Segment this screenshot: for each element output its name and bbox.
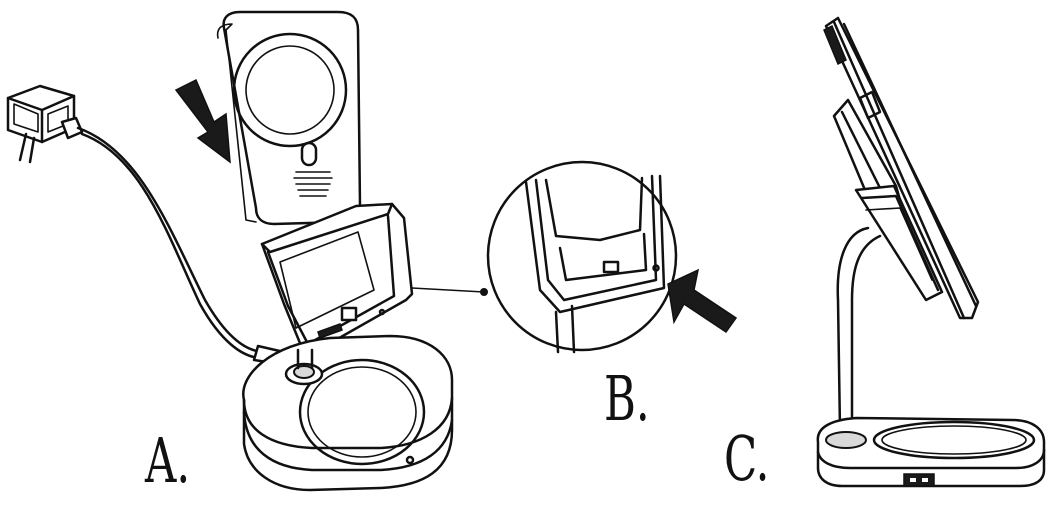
panel-label-c: C. <box>724 422 770 495</box>
panel-label-a: A. <box>145 424 191 497</box>
power-bank <box>216 10 362 226</box>
callout-dot <box>480 288 488 296</box>
panel-a <box>6 10 454 492</box>
panel-b-detail <box>486 160 738 354</box>
phone <box>823 16 980 320</box>
panel-label-b: B. <box>604 362 650 435</box>
callout-line <box>411 287 485 293</box>
power-bank-markings <box>293 171 333 197</box>
charging-cable <box>60 116 286 366</box>
panel-c <box>816 16 1046 488</box>
wireless-base <box>242 334 454 492</box>
stand-base <box>816 416 1046 488</box>
down-arrow <box>174 78 231 164</box>
stand-holder <box>854 184 944 302</box>
charging-stand <box>260 202 414 352</box>
stand-stem <box>836 226 882 432</box>
detail-arrow <box>667 268 738 334</box>
